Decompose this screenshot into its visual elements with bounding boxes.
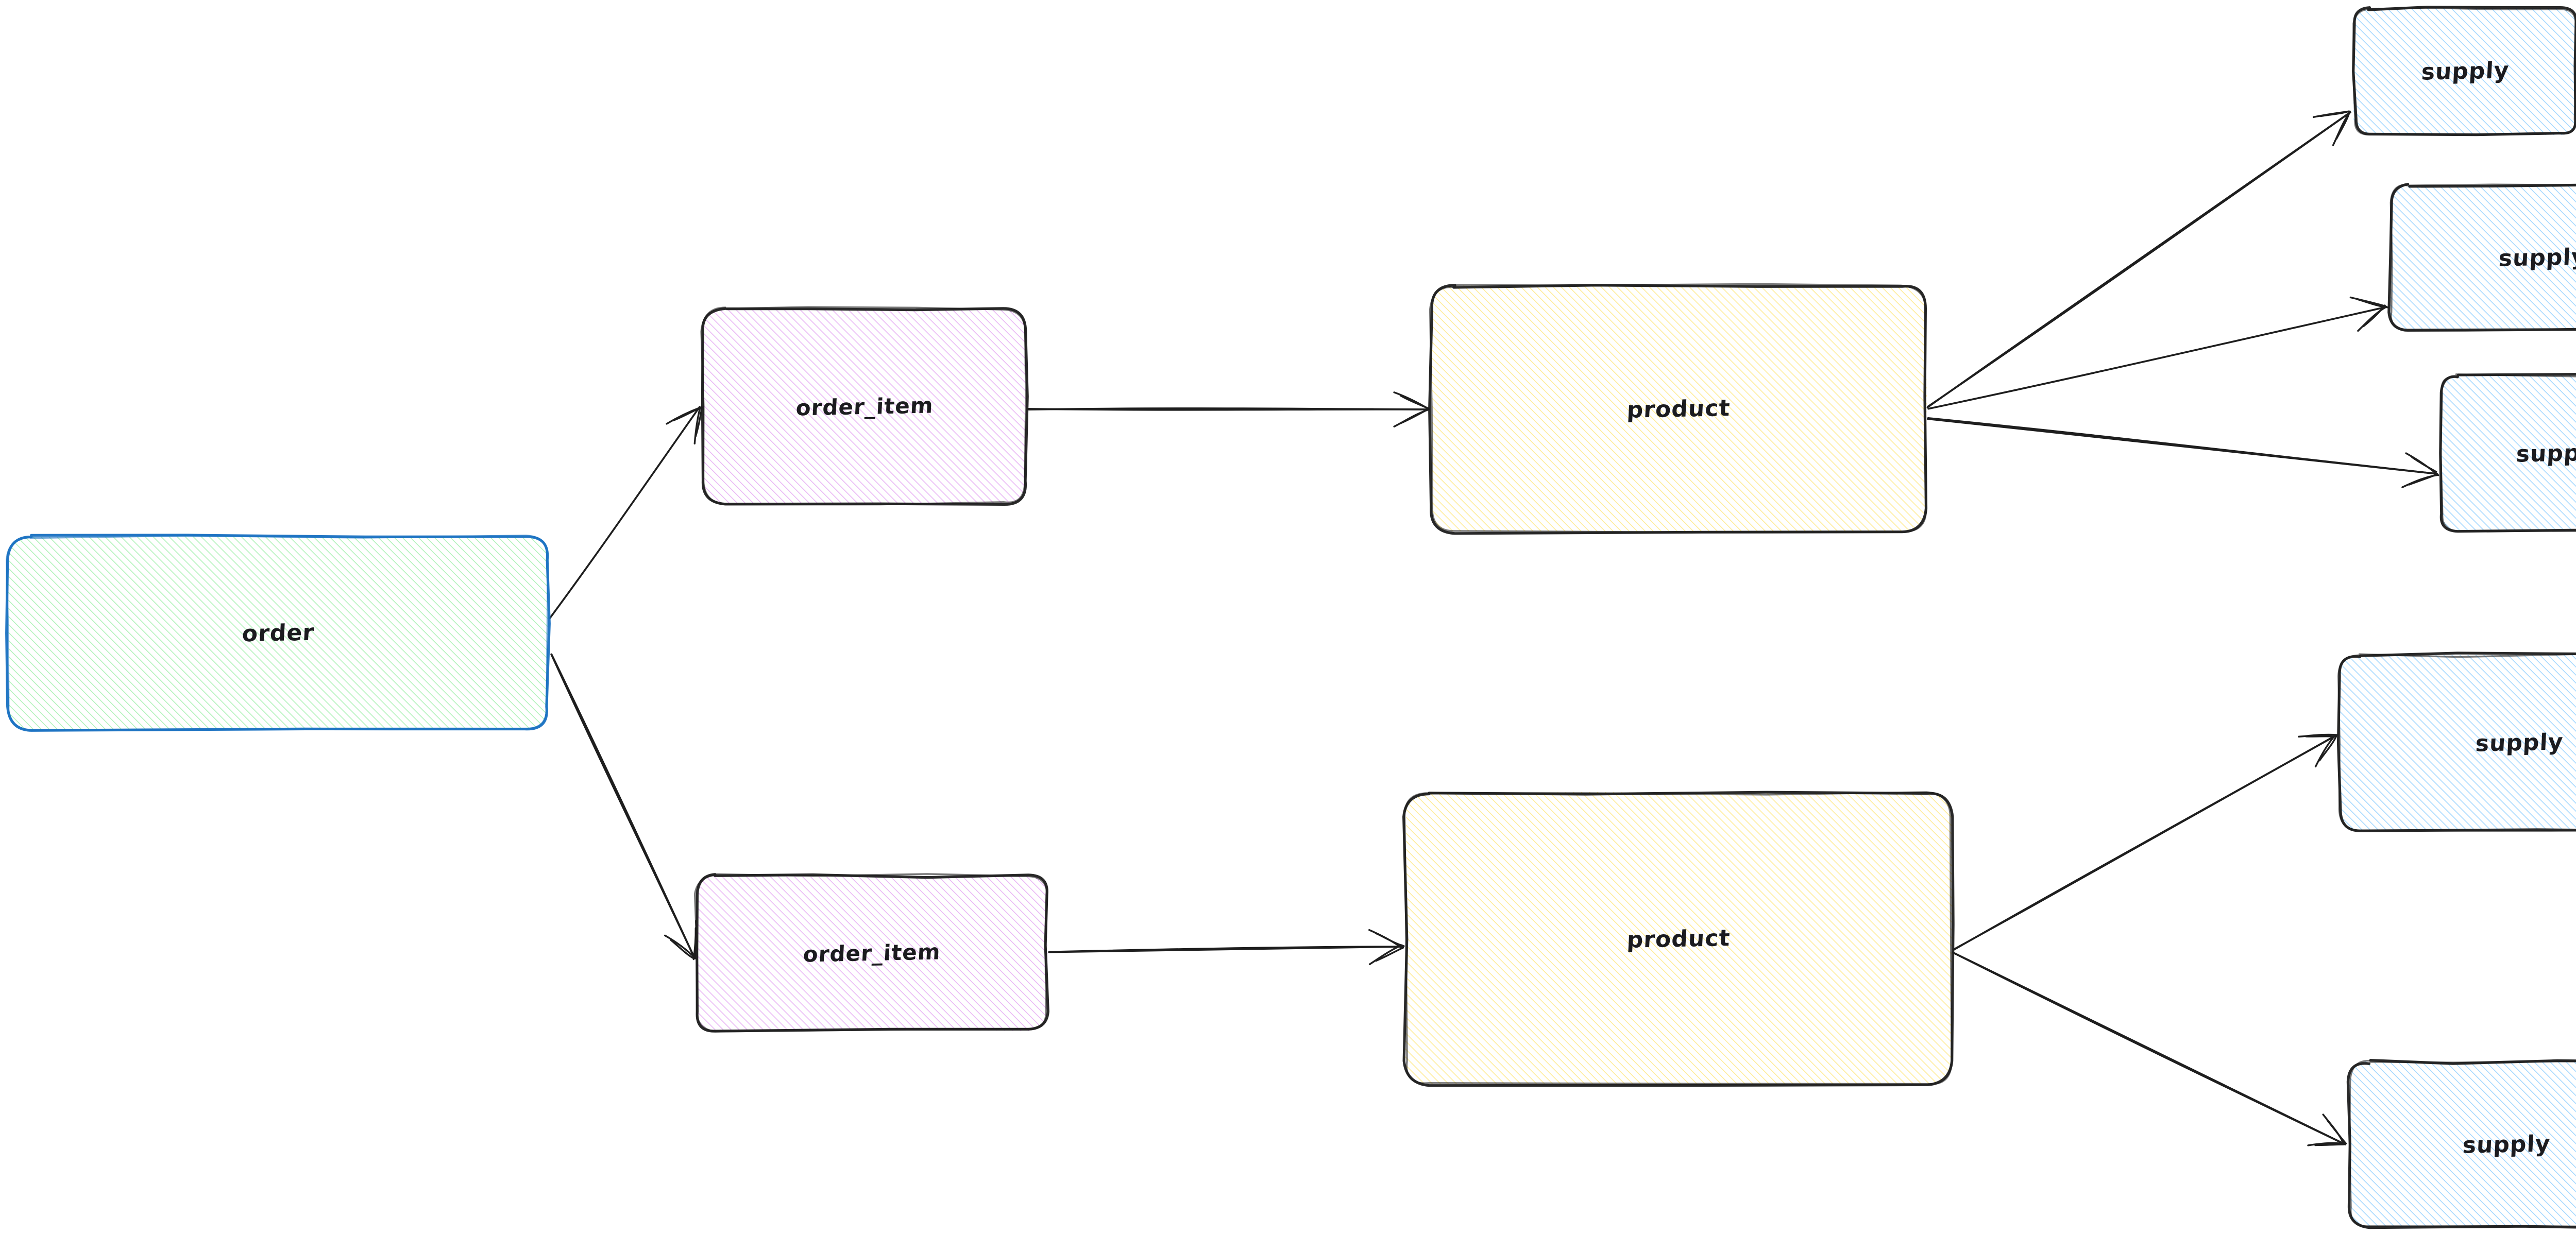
node-supply-4[interactable]: supply bbox=[2336, 652, 2576, 832]
edge-product_2-to-supply_4 bbox=[1952, 733, 2338, 951]
edge-order-to-order_item_2 bbox=[550, 653, 698, 961]
node-supply-2[interactable]: supply bbox=[2387, 183, 2576, 332]
edge-product_2-to-supply_5 bbox=[1951, 951, 2347, 1146]
node-supply-2-shape bbox=[2387, 183, 2576, 332]
edge-product_1-to-supply_1 bbox=[1926, 110, 2351, 408]
node-order-item-1[interactable]: order_item bbox=[700, 306, 1029, 506]
node-supply-1[interactable]: supply bbox=[2352, 6, 2576, 136]
node-order[interactable]: order bbox=[5, 534, 551, 732]
node-order-item-2-shape bbox=[693, 873, 1049, 1033]
node-supply-2-label: supply bbox=[2498, 243, 2576, 272]
edge-order_item_2-to-product_2 bbox=[1048, 929, 1405, 965]
node-order-label: order bbox=[241, 619, 315, 647]
node-product-2-shape bbox=[1402, 791, 1955, 1087]
node-order-item-2-label: order_item bbox=[802, 938, 941, 967]
node-product-2[interactable]: product bbox=[1402, 791, 1955, 1087]
edge-order-to-order_item_1 bbox=[549, 406, 703, 620]
node-product-1[interactable]: product bbox=[1428, 283, 1928, 535]
edge-product_1-to-supply_2 bbox=[1927, 296, 2389, 410]
node-supply-4-label: supply bbox=[2475, 728, 2564, 757]
node-supply-5[interactable]: supply bbox=[2346, 1059, 2576, 1229]
node-product-1-shape bbox=[1428, 283, 1928, 535]
node-supply-5-label: supply bbox=[2462, 1130, 2551, 1159]
node-supply-1-shape bbox=[2352, 6, 2576, 136]
node-supply-5-shape bbox=[2346, 1059, 2576, 1229]
node-order-item-1-label: order_item bbox=[795, 392, 934, 421]
node-supply-1-label: supply bbox=[2420, 57, 2510, 85]
node-order-shape bbox=[5, 534, 551, 732]
node-supply-3[interactable]: supply bbox=[2439, 373, 2576, 533]
node-order-item-2[interactable]: order_item bbox=[693, 873, 1049, 1033]
node-order-item-1-shape bbox=[700, 306, 1029, 506]
node-supply-4-shape bbox=[2336, 652, 2576, 832]
edge-product_1-to-supply_3 bbox=[1927, 417, 2439, 488]
node-supply-3-shape bbox=[2439, 373, 2576, 533]
node-supply-3-label: supply bbox=[2515, 439, 2576, 468]
edge-order_item_1-to-product_1 bbox=[1027, 391, 1430, 427]
node-product-1-label: product bbox=[1626, 395, 1731, 423]
node-product-2-label: product bbox=[1626, 924, 1731, 953]
